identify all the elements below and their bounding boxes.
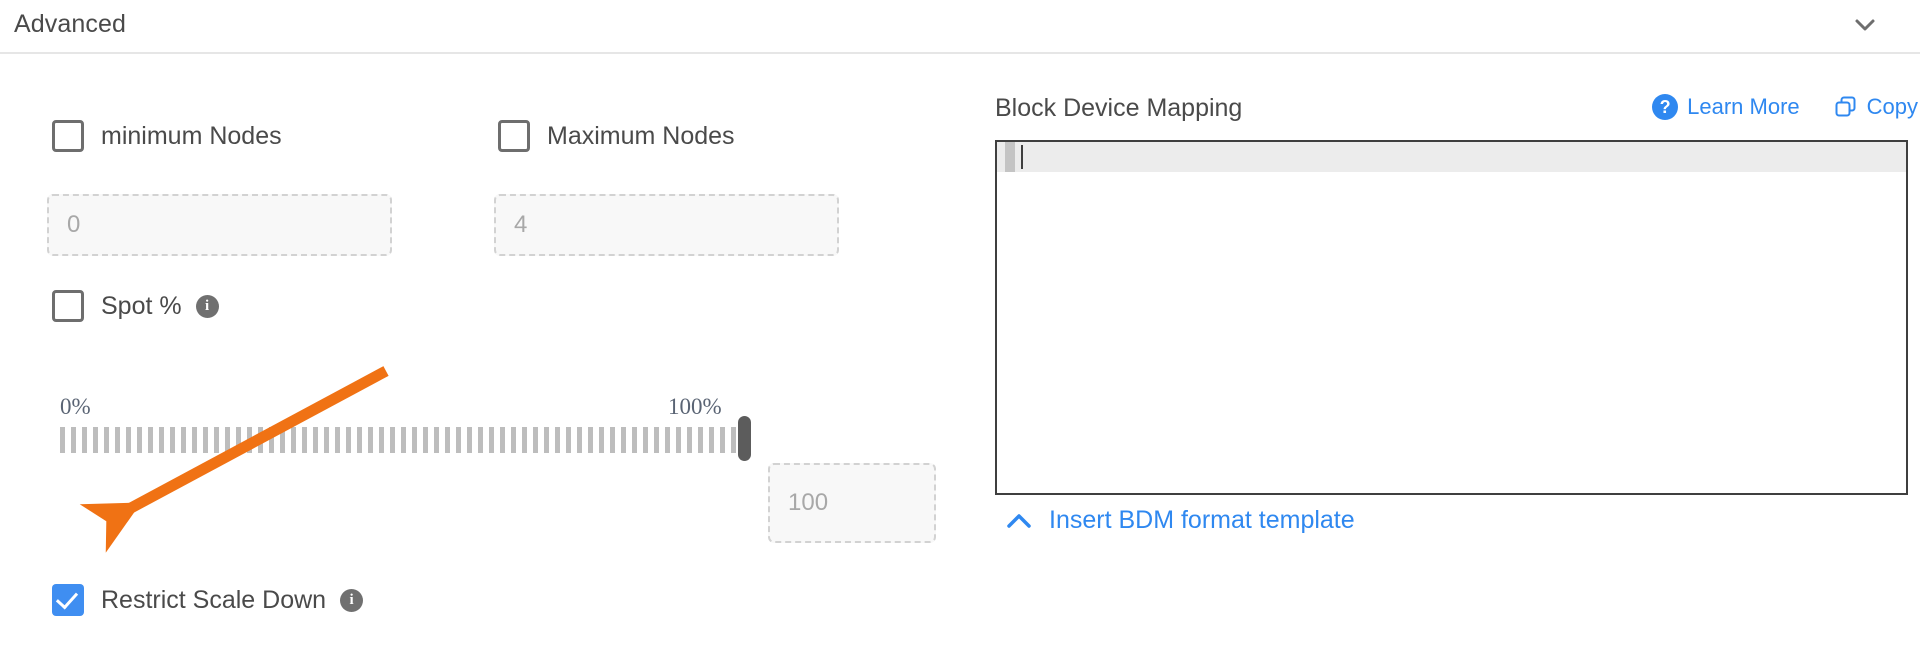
copy-button[interactable]: Copy [1834,94,1918,120]
minimum-nodes-input[interactable]: 0 [47,194,392,256]
slider-handle[interactable] [738,416,751,461]
editor-gutter [1005,142,1015,172]
learn-more-label: Learn More [1687,94,1800,119]
copy-label: Copy [1866,94,1918,119]
question-circle-icon: ? [1652,94,1679,120]
spot-percent-input[interactable]: 100 [768,463,936,543]
info-icon[interactable]: i [195,294,219,318]
info-icon[interactable]: i [340,588,364,612]
minimum-nodes-checkbox[interactable] [52,120,84,152]
spot-percent-label: Spot % [101,291,182,320]
maximum-nodes-checkbox[interactable] [498,120,530,152]
restrict-scale-down-row: Restrict Scale Down i [52,584,364,616]
learn-more-link[interactable]: ? Learn More [1652,94,1800,120]
restrict-scale-down-label: Restrict Scale Down [101,585,327,614]
restrict-scale-down-checkbox[interactable] [52,584,84,616]
minimum-nodes-row: minimum Nodes [52,120,282,152]
editor-active-line [997,142,1906,172]
block-device-mapping-title: Block Device Mapping [995,94,1243,122]
slider-track[interactable] [60,424,750,456]
chevron-up-icon [1005,511,1033,531]
slider-max-label: 100% [668,394,722,419]
advanced-left-column: minimum Nodes Maximum Nodes 0 4 Spot % i… [0,54,980,656]
copy-icon [1834,95,1858,119]
editor-caret [1021,145,1023,169]
maximum-nodes-input[interactable]: 4 [494,194,839,256]
slider-min-label: 0% [60,394,91,419]
maximum-nodes-label: Maximum Nodes [547,121,735,150]
insert-bdm-template-label: Insert BDM format template [1049,506,1355,534]
chevron-down-icon[interactable] [1848,8,1882,42]
minimum-nodes-label: minimum Nodes [101,121,282,150]
spot-percent-slider[interactable]: 0% 100% [60,394,760,474]
bdm-code-editor[interactable] [995,140,1908,495]
maximum-nodes-row: Maximum Nodes [498,120,735,152]
spot-percent-checkbox[interactable] [52,290,84,322]
block-device-mapping-section: Block Device Mapping ? Learn More Copy [995,54,1920,656]
spot-percent-row: Spot % i [52,290,219,322]
advanced-panel-header: Advanced [0,0,1920,54]
bdm-header-actions: ? Learn More Copy [1652,94,1918,120]
page-title: Advanced [14,10,126,38]
insert-bdm-template-link[interactable]: Insert BDM format template [1005,506,1355,535]
